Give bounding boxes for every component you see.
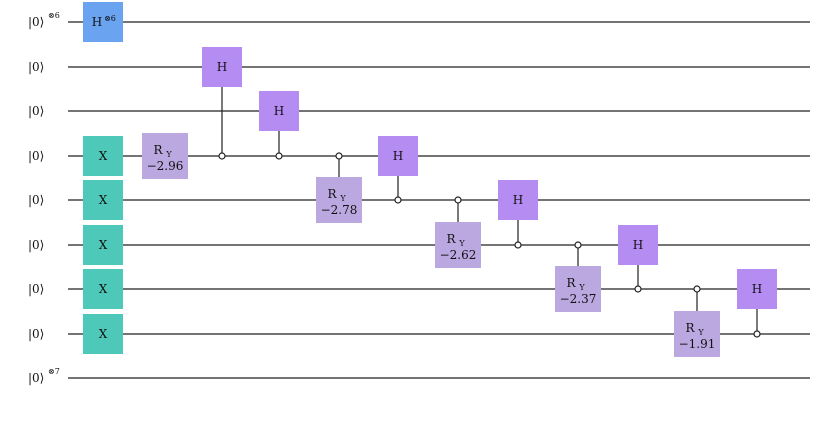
x-gate-4: X <box>83 269 123 309</box>
gate-label: X <box>99 238 108 252</box>
gate-box <box>83 269 123 309</box>
control-dot-14 <box>634 285 642 293</box>
wire-label-2: |0⟩ <box>28 104 44 118</box>
labels-layer: |0⟩ ⊗6 |0⟩ |0⟩ |0⟩ |0⟩ |0⟩ |0⟩ |0⟩ |0⟩ ⊗7 <box>28 11 60 385</box>
x-gate-3: X <box>83 225 123 265</box>
control-dot-7 <box>218 152 226 160</box>
gate-box <box>316 177 362 223</box>
gate-label: X <box>99 149 108 163</box>
x-gate-1: X <box>83 136 123 176</box>
wire-label-6: |0⟩ <box>28 282 44 296</box>
gate-box <box>618 225 658 265</box>
gate-box <box>83 314 123 354</box>
control-dot-8 <box>275 152 283 160</box>
gate-box <box>83 136 123 176</box>
x-gate-5: X <box>83 314 123 354</box>
gate-box <box>259 91 299 131</box>
gate-angle: −1.91 <box>679 337 716 351</box>
gate-label: R <box>566 276 576 290</box>
gate-box <box>435 222 481 268</box>
wire-label-0: |0⟩ <box>28 15 44 29</box>
h-gate-10: H <box>378 136 418 176</box>
wire-label-5: |0⟩ <box>28 238 44 252</box>
control-dot-15 <box>693 285 701 293</box>
gate-angle: −2.78 <box>321 203 358 217</box>
gate-angle: −2.37 <box>560 292 597 306</box>
gate-box <box>674 311 720 357</box>
gate-label: R <box>153 143 163 157</box>
gate-angle: −2.96 <box>147 159 184 173</box>
wire-label-7: |0⟩ <box>28 327 44 341</box>
gate-angle: −2.62 <box>440 248 477 262</box>
gate-label: R <box>446 232 456 246</box>
gate-label: H <box>92 15 102 29</box>
x-gate-2: X <box>83 180 123 220</box>
gate-power: ⊗6 <box>104 14 116 23</box>
gate-label: H <box>393 149 403 163</box>
gate-label: H <box>513 193 523 207</box>
gate-label: H <box>752 282 762 296</box>
gate-label: R <box>327 187 337 201</box>
wire-power-0: ⊗6 <box>48 11 60 20</box>
wire-label-8: |0⟩ <box>28 371 44 385</box>
gate-box <box>142 133 188 179</box>
control-dot-10 <box>394 196 402 204</box>
gate-subscript: Y <box>697 328 704 337</box>
wire-label-4: |0⟩ <box>28 193 44 207</box>
gate-box <box>555 266 601 312</box>
gate-subscript: Y <box>578 283 585 292</box>
h-gate-14: H <box>618 225 658 265</box>
gate-subscript: Y <box>165 150 172 159</box>
h-gate-16: H <box>737 269 777 309</box>
wire-label-3: |0⟩ <box>28 149 44 163</box>
control-dot-9 <box>335 152 343 160</box>
gate-box <box>378 136 418 176</box>
h-gate-7: H <box>202 47 242 87</box>
gate-subscript: Y <box>458 239 465 248</box>
gate-box <box>202 47 242 87</box>
h-gate-8: H <box>259 91 299 131</box>
gate-box <box>737 269 777 309</box>
gate-label: X <box>99 327 108 341</box>
h-gate-0: H⊗6 <box>83 2 123 42</box>
control-dot-13 <box>574 241 582 249</box>
wire-power-8: ⊗7 <box>48 367 60 376</box>
control-dot-12 <box>514 241 522 249</box>
gate-label: H <box>274 104 284 118</box>
gate-label: X <box>99 193 108 207</box>
gate-label: H <box>217 60 227 74</box>
gate-label: H <box>633 238 643 252</box>
h-gate-12: H <box>498 180 538 220</box>
gate-label: R <box>685 321 695 335</box>
control-dot-16 <box>753 330 761 338</box>
gate-box <box>83 2 123 42</box>
wire-label-1: |0⟩ <box>28 60 44 74</box>
gate-box <box>83 225 123 265</box>
control-dot-11 <box>454 196 462 204</box>
gate-box <box>498 180 538 220</box>
gate-subscript: Y <box>339 194 346 203</box>
gate-box <box>83 180 123 220</box>
gate-label: X <box>99 282 108 296</box>
